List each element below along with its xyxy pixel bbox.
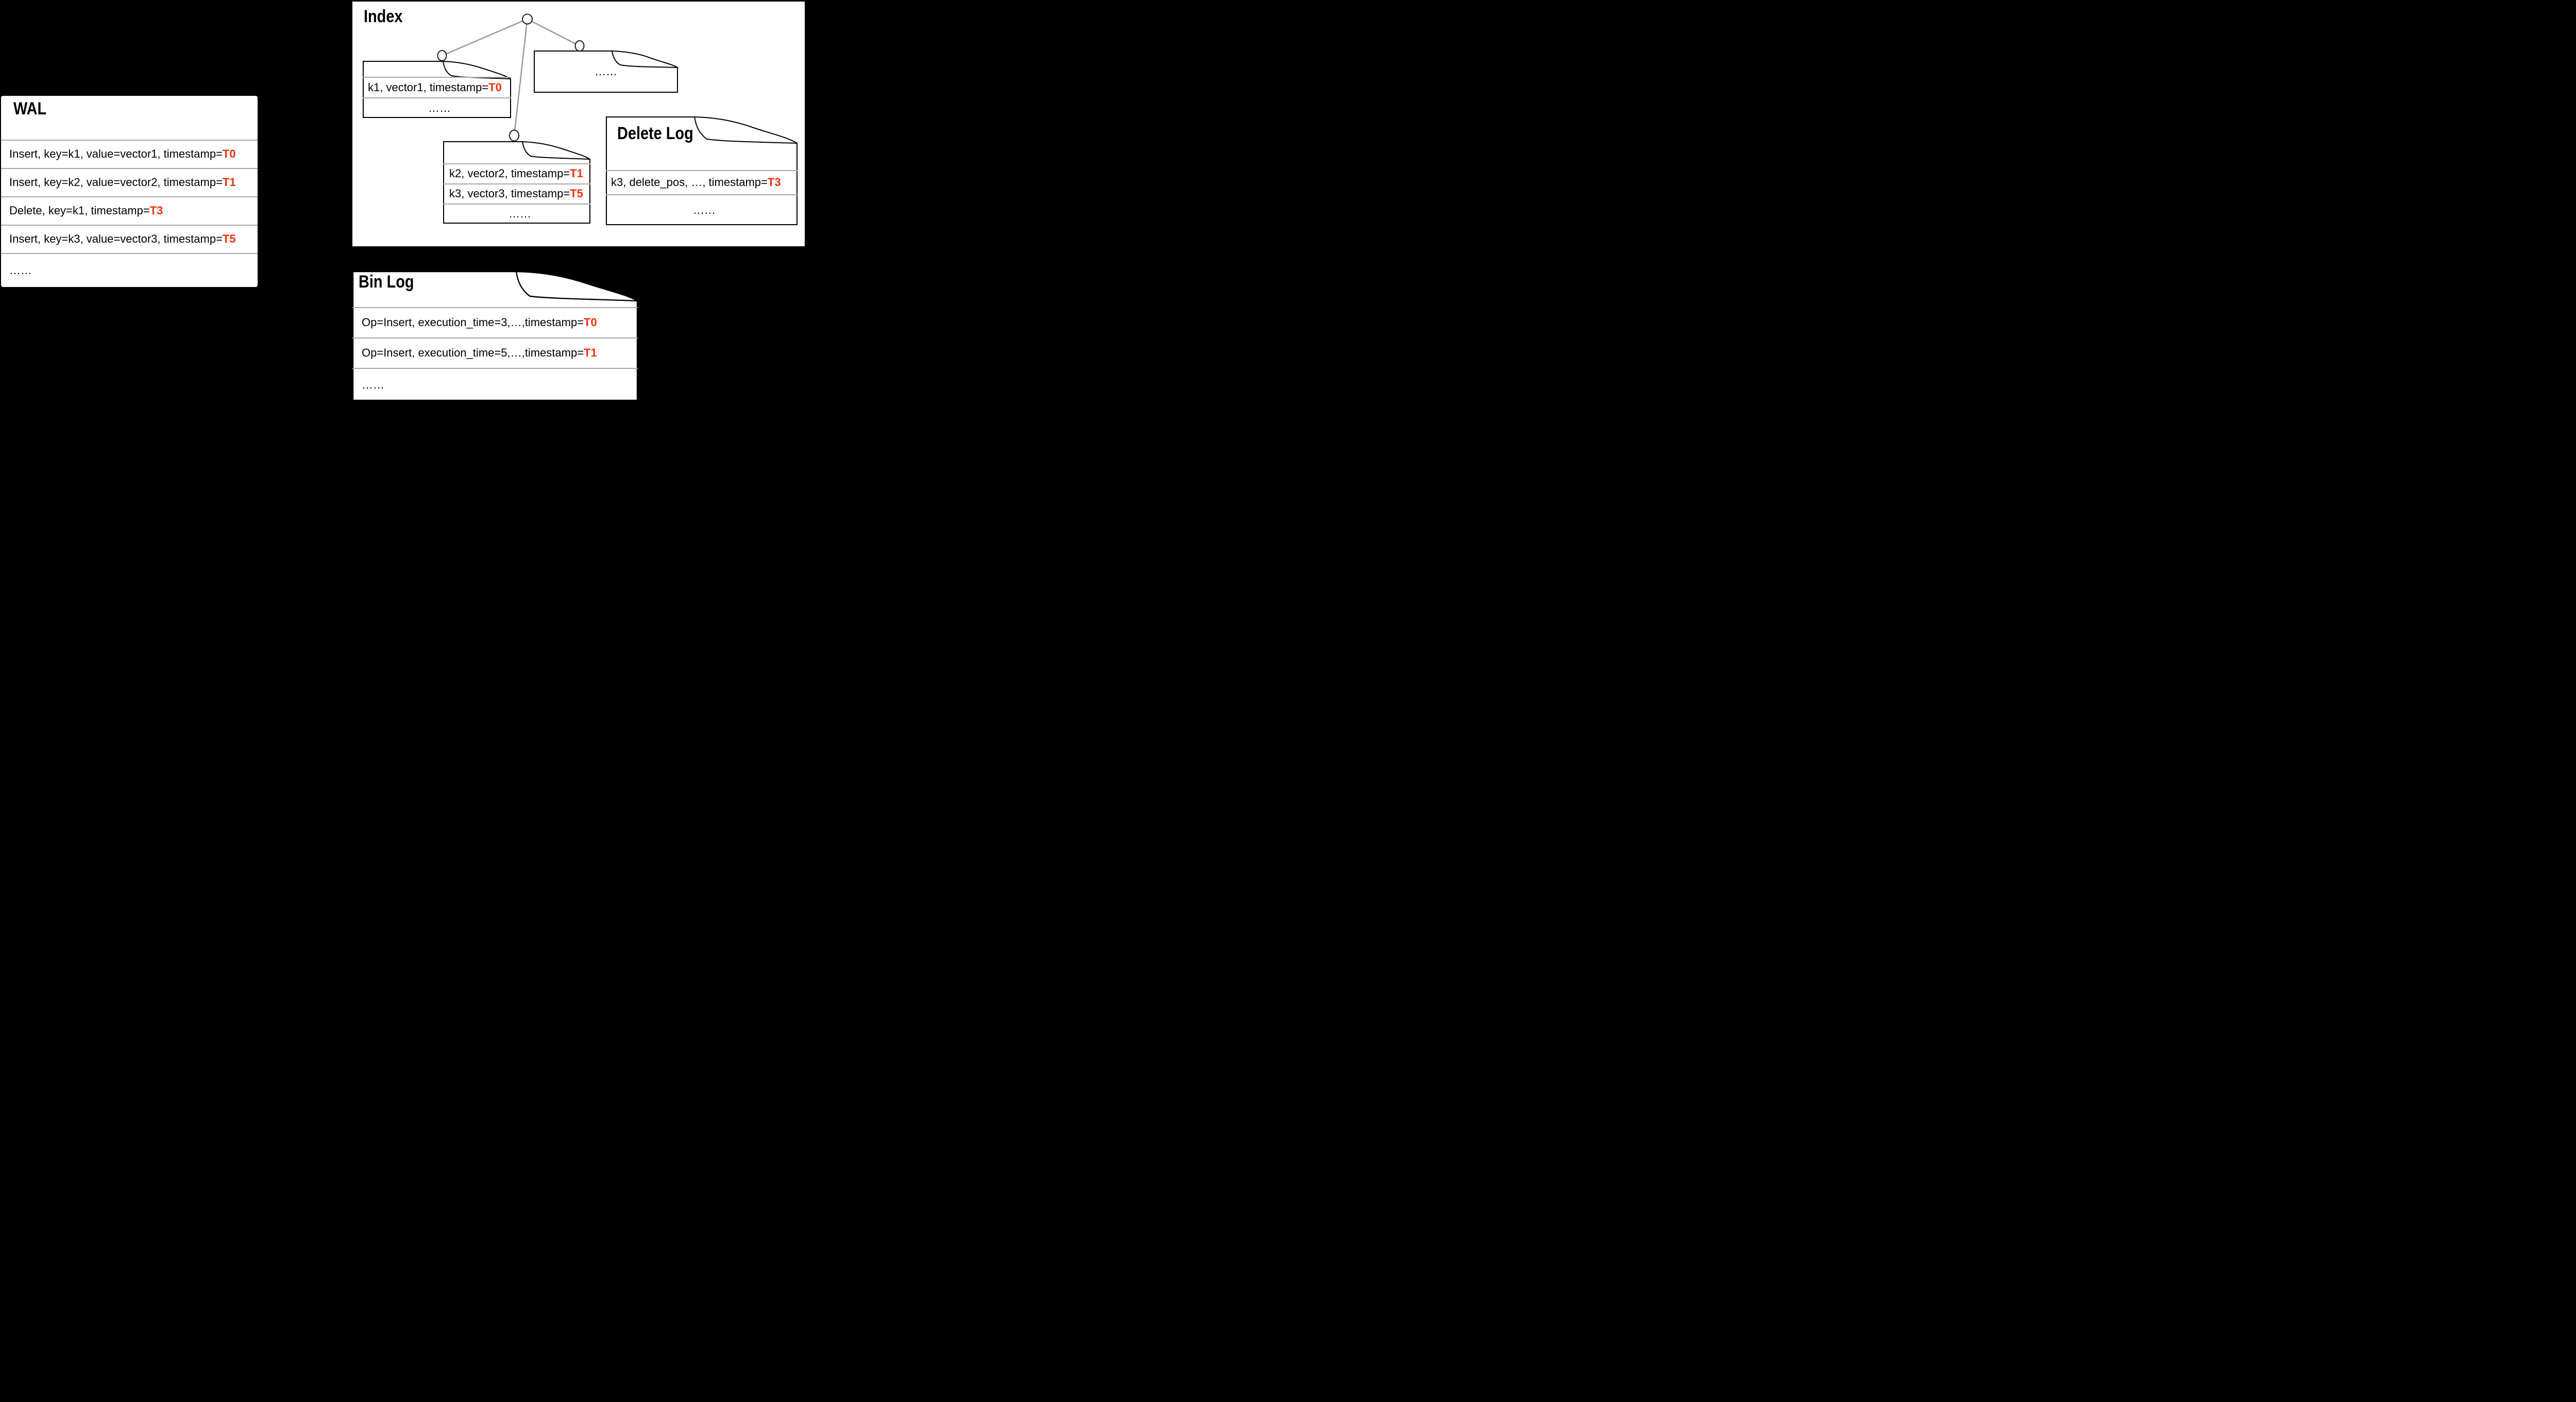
segment-row-ellipsis: …… <box>534 50 678 93</box>
page-fold <box>515 271 638 302</box>
tree-edge-left <box>442 18 528 57</box>
folded-page-icon <box>363 61 511 118</box>
wal-title: WAL <box>13 99 47 119</box>
timestamp-value: T3 <box>767 176 781 189</box>
ellipsis-text: …… <box>362 378 384 391</box>
delete-log-doc: Delete Log k3, delete_pos, …, timestamp=… <box>606 116 798 225</box>
wal-row-delete-k1: Delete, key=k1, timestamp=T3 <box>1 196 258 225</box>
ellipsis-text: …… <box>693 203 716 216</box>
wal-table: WAL Insert, key=k1, value=vector1, times… <box>1 96 258 287</box>
segment-row-k3: k3, vector3, timestamp=T5 <box>443 183 590 204</box>
segment-row-k1: k1, vector1, timestamp=T0 <box>363 77 511 97</box>
wal-row-insert-k1: Insert, key=k1, value=vector1, timestamp… <box>1 140 258 168</box>
page-fold <box>522 141 590 160</box>
wal-row-text: Insert, key=k2, value=vector2, timestamp… <box>9 176 223 189</box>
timestamp-value: T1 <box>222 176 236 189</box>
timestamp-value: T3 <box>149 204 163 217</box>
segment-row-text: k1, vector1, timestamp= <box>368 80 489 94</box>
index-segment-doc-k2k3: k2, vector2, timestamp=T1 k3, vector3, t… <box>443 141 590 224</box>
ellipsis-text: …… <box>428 101 451 114</box>
segment-doc-header <box>443 141 590 163</box>
wal-row-text: Insert, key=k3, value=vector3, timestamp… <box>9 232 223 246</box>
storage-architecture-diagram: WAL Insert, key=k1, value=vector1, times… <box>0 0 808 402</box>
folded-page-icon <box>443 141 590 224</box>
wal-row-insert-k2: Insert, key=k2, value=vector2, timestamp… <box>1 168 258 196</box>
folded-page-icon <box>534 50 678 93</box>
bin-log-row-1: Op=Insert, execution_time=3,…,timestamp=… <box>352 307 638 337</box>
ellipsis-text: …… <box>9 263 32 277</box>
index-segment-doc-k1: k1, vector1, timestamp=T0 …… <box>363 61 511 118</box>
page-fold <box>443 61 511 79</box>
index-title: Index <box>364 7 403 26</box>
page-fold <box>694 116 798 144</box>
timestamp-value: T0 <box>584 316 597 329</box>
tree-node-middle-icon <box>509 129 519 142</box>
segment-row-ellipsis: …… <box>363 97 511 118</box>
bin-log-row-text: Op=Insert, execution_time=5,…,timestamp= <box>362 346 584 360</box>
timestamp-value: T5 <box>570 187 583 200</box>
delete-log-row-k3: k3, delete_pos, …, timestamp=T3 <box>606 170 798 194</box>
tree-root-node-icon <box>522 13 533 25</box>
ellipsis-text: …… <box>509 207 531 221</box>
timestamp-value: T0 <box>488 80 502 94</box>
timestamp-value: T1 <box>584 346 597 360</box>
segment-row-text: k3, vector3, timestamp= <box>449 187 570 200</box>
segment-row-k2: k2, vector2, timestamp=T1 <box>443 163 590 183</box>
wal-row-insert-k3: Insert, key=k3, value=vector3, timestamp… <box>1 225 258 253</box>
bin-log-doc: Bin Log Op=Insert, execution_time=3,…,ti… <box>352 271 638 401</box>
index-segment-doc-more: …… <box>534 50 678 93</box>
segment-row-ellipsis: …… <box>443 204 590 224</box>
ellipsis-text: …… <box>595 64 617 78</box>
tree-node-left-icon <box>437 50 447 61</box>
page-fold <box>612 50 678 68</box>
segment-doc-header <box>363 61 511 77</box>
bin-log-title: Bin Log <box>359 272 414 292</box>
segment-row-text: k2, vector2, timestamp= <box>449 167 570 180</box>
delete-log-row-ellipsis: …… <box>606 194 798 225</box>
bin-log-row-text: Op=Insert, execution_time=3,…,timestamp= <box>362 316 584 329</box>
tree-edge-middle <box>513 19 528 136</box>
delete-log-header: Delete Log <box>606 116 798 170</box>
index-panel: Index k1, vecto <box>352 2 805 246</box>
delete-log-title: Delete Log <box>617 124 693 143</box>
wal-row-ellipsis: …… <box>1 253 258 287</box>
timestamp-value: T0 <box>222 147 236 161</box>
wal-row-text: Insert, key=k1, value=vector1, timestamp… <box>9 147 223 161</box>
timestamp-value: T1 <box>570 167 583 180</box>
bin-log-row-ellipsis: …… <box>352 368 638 401</box>
tree-edge-right <box>527 18 580 47</box>
delete-log-row-text: k3, delete_pos, …, timestamp= <box>611 176 768 189</box>
timestamp-value: T5 <box>222 232 236 246</box>
wal-header: WAL <box>1 96 258 140</box>
bin-log-row-2: Op=Insert, execution_time=5,…,timestamp=… <box>352 337 638 368</box>
bin-log-header: Bin Log <box>352 271 638 307</box>
wal-row-text: Delete, key=k1, timestamp= <box>9 204 150 217</box>
tree-node-right-icon <box>574 40 585 52</box>
